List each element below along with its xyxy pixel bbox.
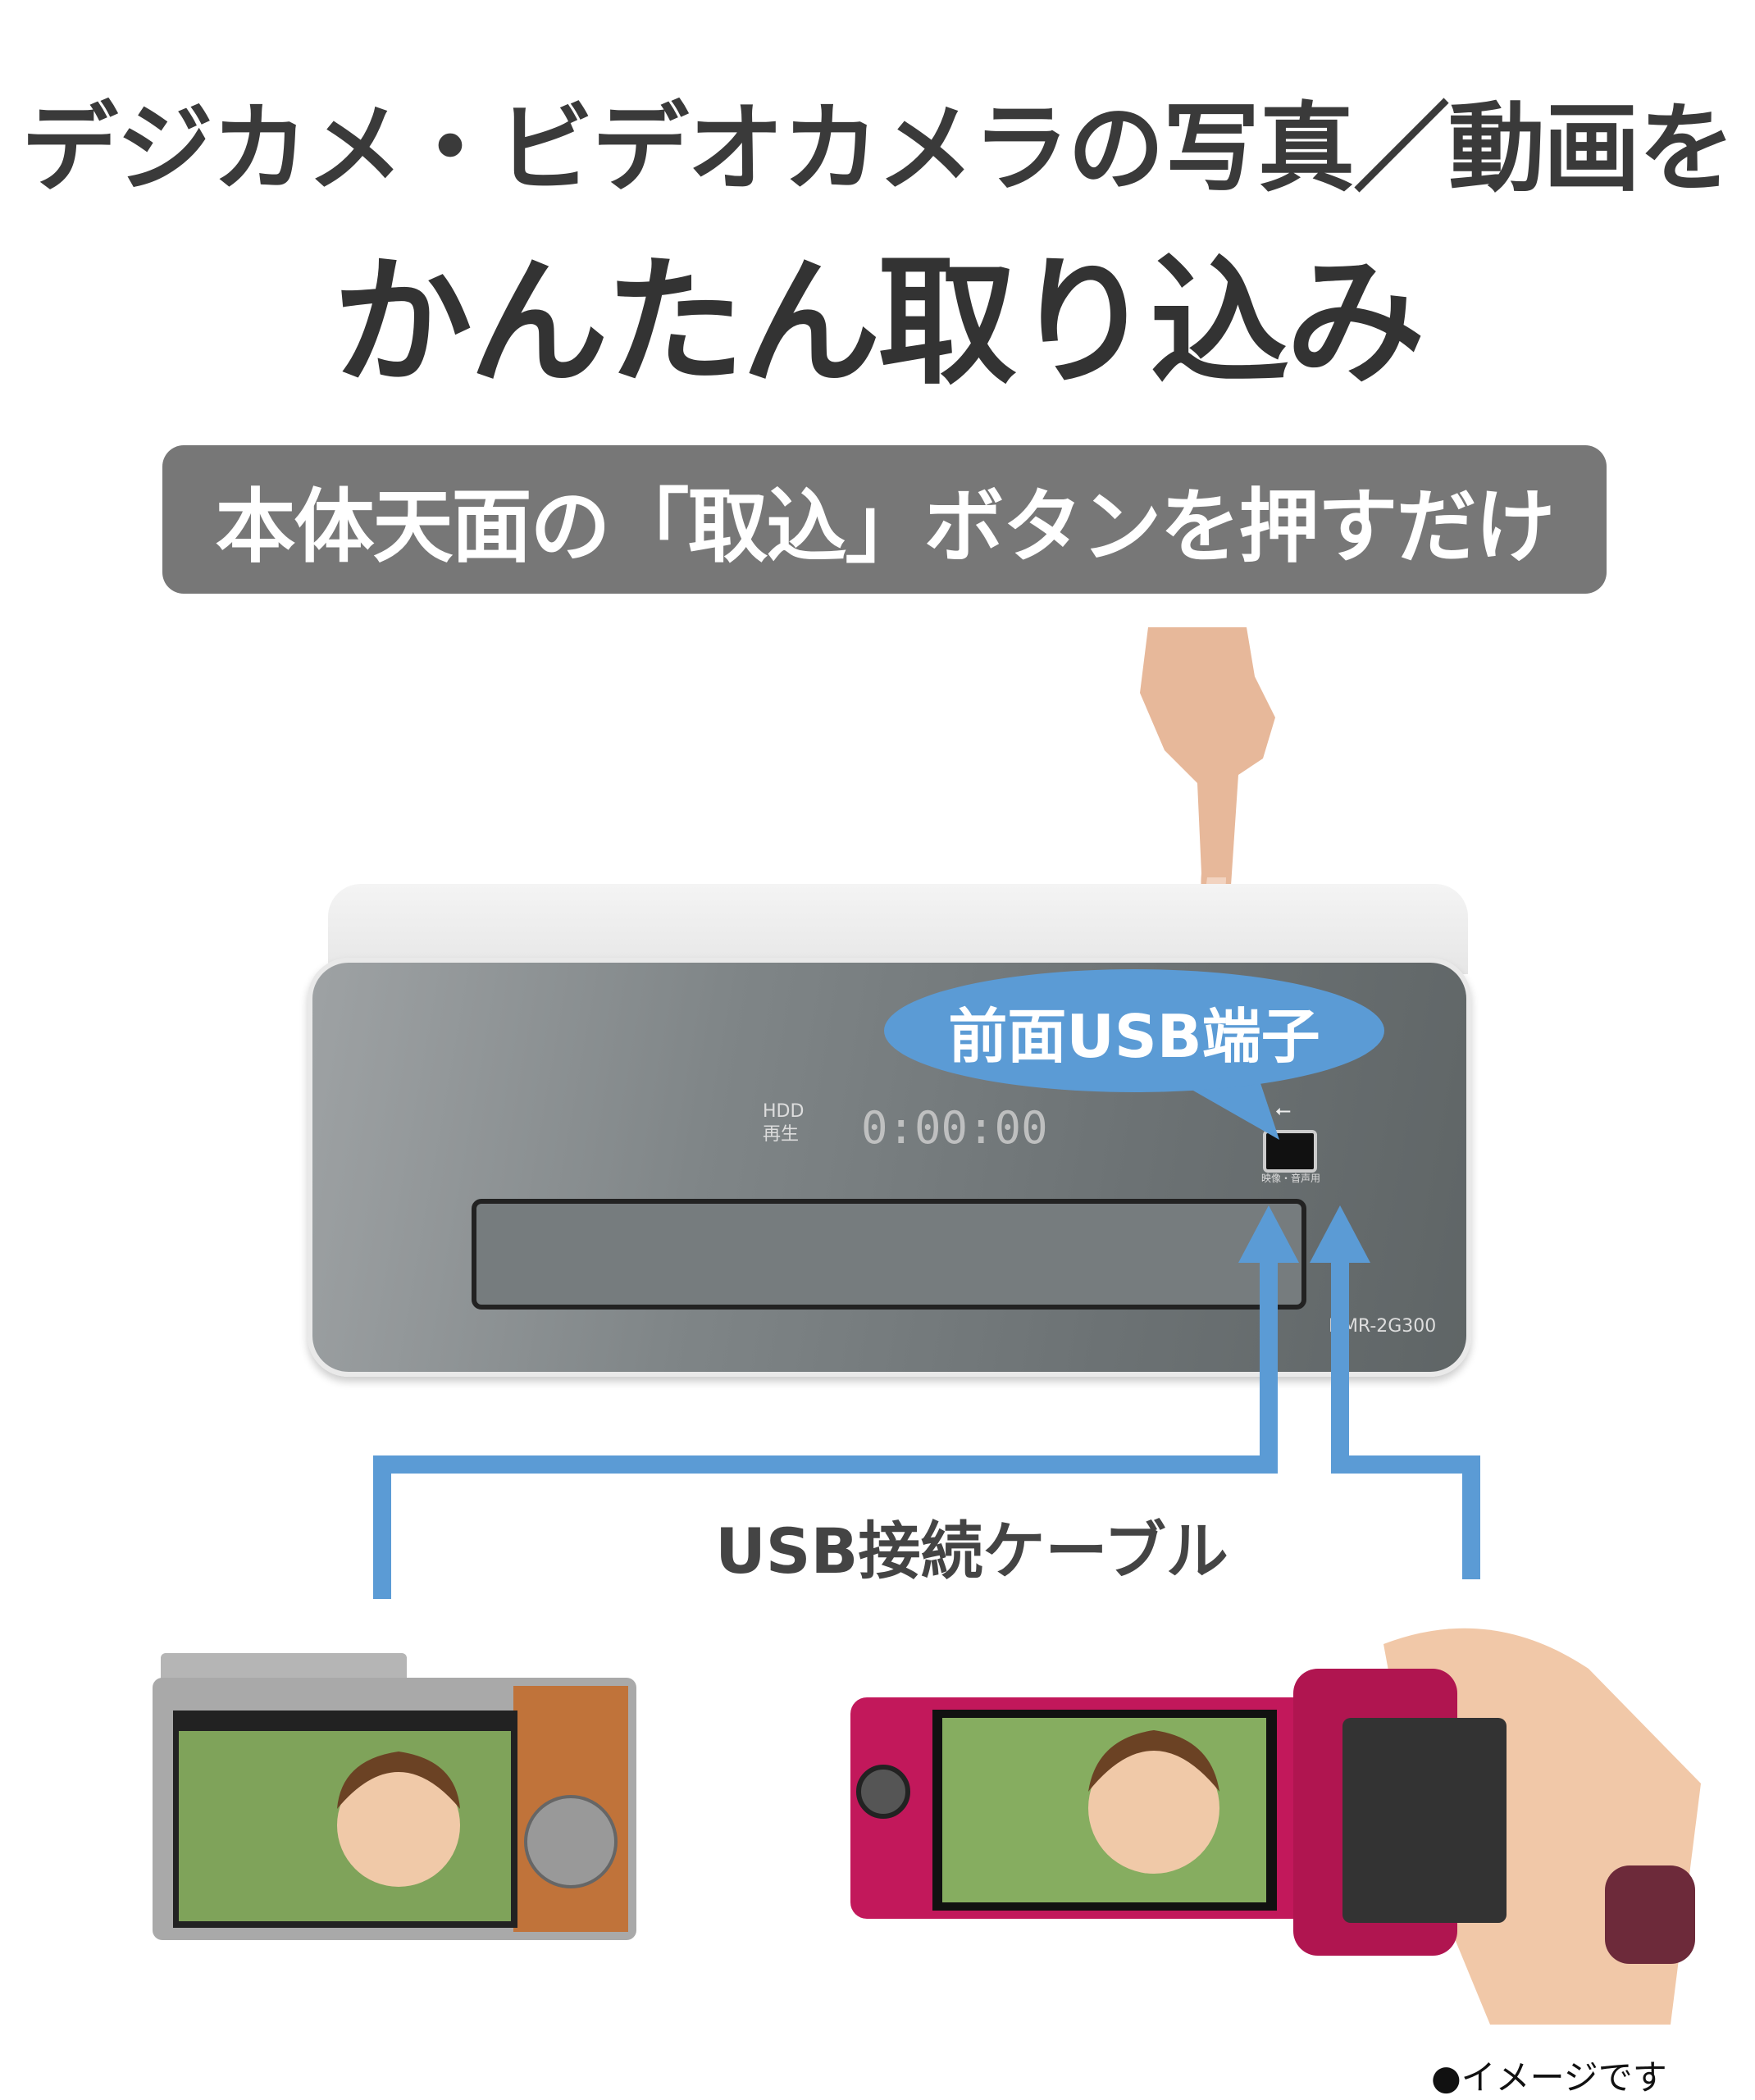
arrow-up-icon — [1238, 1205, 1299, 1263]
cable-label: USB接続ケーブル — [715, 1515, 1228, 1588]
digital-camera-image — [153, 1653, 636, 1940]
callout-bubble: 前面USB端子 — [884, 969, 1384, 1092]
display-mode: HDD 再生 — [763, 1101, 805, 1145]
video-camera-image — [850, 1628, 1701, 2025]
usb-icon: ⭠ — [1275, 1099, 1292, 1122]
banner-text: 本体天面の「取込」ボタンを押すだけ — [215, 480, 1555, 574]
image-disclaimer: ●イメージです — [1431, 2057, 1667, 2098]
cable-line-left — [373, 1255, 1278, 1599]
headline-line1: デジカメ・ビデオカメラの写真／動画を — [21, 92, 1735, 205]
arrow-up-icon — [1310, 1205, 1370, 1263]
disc-tray[interactable] — [472, 1199, 1306, 1310]
instruction-banner: 本体天面の「取込」ボタンを押すだけ — [162, 445, 1607, 594]
headline-line2: かんたん取り込み — [332, 242, 1425, 404]
callout-text: 前面USB端子 — [948, 1001, 1320, 1071]
front-usb-port — [1263, 1130, 1317, 1173]
usb-port-label: 映像・音声用 — [1261, 1173, 1321, 1184]
display-time: 0:00:00 — [861, 1102, 1048, 1154]
cable-line-right — [1331, 1255, 1480, 1579]
